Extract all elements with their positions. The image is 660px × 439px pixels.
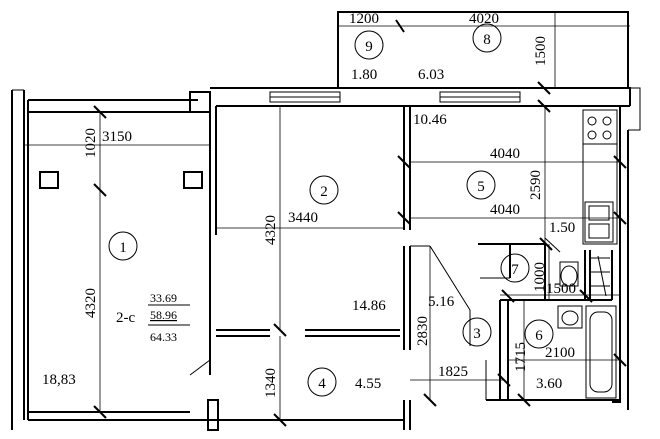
- dim-label: 4320: [83, 288, 99, 318]
- room-number-1: 1: [119, 240, 127, 256]
- dim-label: 1500: [546, 281, 576, 297]
- room-number-9: 9: [365, 39, 373, 55]
- dim-label: 4020: [469, 11, 499, 27]
- dim-label: 1000: [532, 262, 548, 292]
- total-area: 58.96: [150, 308, 177, 322]
- dim-label: 3440: [288, 210, 318, 226]
- room-area-7: 1.50: [549, 220, 575, 236]
- room-number-7: 7: [511, 262, 519, 278]
- room-area-8: 6.03: [418, 67, 444, 83]
- room-number-4: 4: [318, 376, 326, 392]
- room-area-1: 18,83: [42, 372, 76, 388]
- dim-label: 4320: [263, 215, 279, 245]
- room-area-5: 10.46: [413, 112, 447, 128]
- wash-basin: [557, 305, 583, 329]
- apartment-summary: 2-с 33.69 58.96 64.33: [116, 291, 190, 344]
- kitchen-counter: [582, 143, 618, 245]
- dim-label: 4040: [490, 146, 520, 162]
- toilet: [559, 261, 579, 287]
- fixtures: [557, 109, 618, 399]
- room-number-3: 3: [473, 326, 481, 342]
- living-area: 33.69: [150, 291, 177, 305]
- dimension-labels: 1200 4020 1500 1020 3150 4040 2590 4320 …: [83, 11, 576, 398]
- bathtub: [585, 305, 617, 399]
- stove: [582, 109, 618, 145]
- room-number-2: 2: [320, 184, 328, 200]
- dim-label: 4040: [490, 202, 520, 218]
- dimension-lines: [24, 12, 630, 427]
- room-area-4: 4.55: [355, 376, 381, 392]
- total-area-with-balcony: 64.33: [150, 330, 177, 344]
- room-number-8: 8: [483, 32, 491, 48]
- room-areas: 18,83 14.86 5.16 4.55 10.46 3.60 1.50 6.…: [42, 67, 575, 392]
- room-area-6: 3.60: [536, 376, 562, 392]
- dim-label: 2100: [545, 345, 575, 361]
- dim-label: 3150: [102, 129, 132, 145]
- dim-label: 1020: [83, 128, 99, 158]
- dim-label: 1715: [513, 342, 529, 372]
- walls: [11, 11, 641, 431]
- room-area-3: 5.16: [428, 294, 455, 310]
- dim-label: 2830: [415, 316, 431, 346]
- room-number-6: 6: [535, 328, 543, 344]
- dim-label: 1500: [533, 36, 549, 66]
- kitchen-sink: [584, 201, 614, 243]
- room-markers: 1 2 3 4 5 6 7 8 9: [108, 23, 554, 397]
- dim-label: 1825: [438, 364, 468, 380]
- room-number-5: 5: [477, 179, 485, 195]
- dim-label: 1340: [263, 368, 279, 398]
- dim-label: 1200: [349, 11, 379, 27]
- apartment-type: 2-с: [116, 310, 135, 326]
- room-area-2: 14.86: [352, 298, 386, 314]
- dim-label: 2590: [528, 170, 544, 200]
- room-area-9: 1.80: [351, 67, 377, 83]
